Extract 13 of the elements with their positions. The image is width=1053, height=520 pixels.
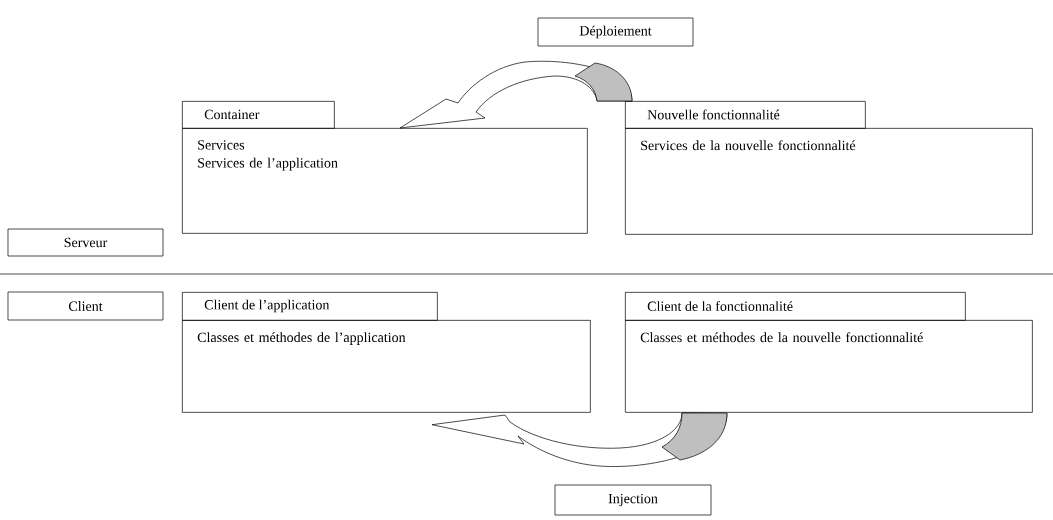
label-box: Injection [554,484,712,516]
label-box: Serveur [7,228,164,257]
panel: Nouvelle fonctionnalité Services de la nouvelle fonctionnalité [625,101,1033,235]
node-label: Client de la fonctionnalité [647,301,793,312]
label-box: Déploiement [537,17,694,47]
panel: Client de la fonctionnalité Classes et méthodes de la nouvelle fonctionnalité [625,292,1033,413]
curved-arrow [431,412,728,467]
panel: Client de l’application Classes et méthodes de l’application [182,292,591,413]
node-label: Container [204,109,260,120]
label-box: Client [7,291,164,321]
node-label: Client de l’application [204,299,330,313]
panel: Container Services Services de l’application [182,101,588,234]
node-label: Nouvelle fonctionnalité [647,109,780,120]
